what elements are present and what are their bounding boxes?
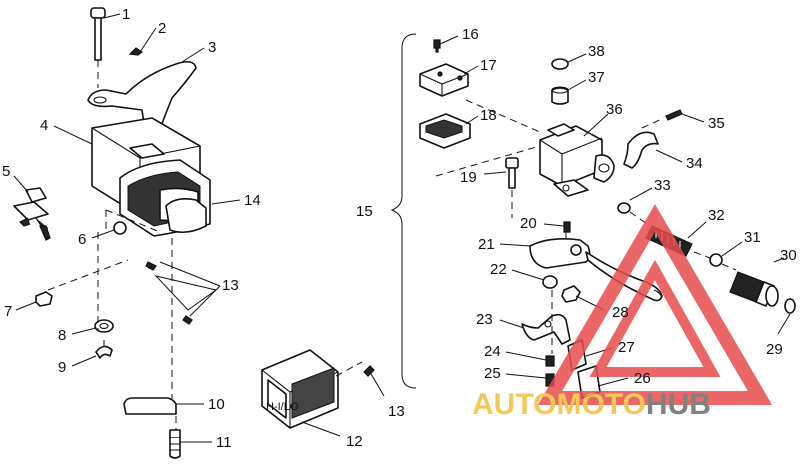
callout-13b: 13	[388, 403, 405, 420]
part-16-screw	[433, 39, 441, 53]
part-6-grommet	[113, 221, 127, 235]
part-8-washer	[94, 319, 114, 333]
callout-10: 10	[208, 396, 225, 413]
callout-3: 3	[208, 39, 216, 56]
callout-1: 1	[122, 6, 130, 23]
plug-label: H-I/LO	[266, 401, 299, 413]
part-29-ring	[784, 298, 796, 314]
part-11-screw	[169, 429, 181, 459]
part-35-screw	[665, 109, 683, 121]
part-30-piston	[729, 271, 779, 307]
automotohub-watermark: AUTOMOTOHUB	[472, 204, 773, 421]
part-22-bushing	[542, 275, 558, 289]
part-19-bolt	[505, 157, 519, 189]
callout-26: 26	[634, 370, 651, 387]
callout-15: 15	[356, 203, 373, 220]
watermark-moto: MOTO	[556, 388, 645, 421]
callout-24: 24	[484, 343, 501, 360]
part-13-screws	[145, 261, 193, 325]
callout-25: 25	[484, 365, 501, 382]
callout-27: 27	[618, 339, 635, 356]
callout-11: 11	[216, 434, 232, 451]
part-17-cover	[419, 63, 469, 97]
callout-22: 22	[490, 261, 507, 278]
callout-13a: 13	[222, 277, 239, 294]
callout-18: 18	[480, 107, 497, 124]
callout-6: 6	[78, 231, 86, 248]
part-34-clamp	[623, 131, 659, 169]
callout-2: 2	[158, 20, 166, 37]
callout-5: 5	[2, 163, 10, 180]
part-10-plate	[123, 397, 177, 415]
part-37-cap	[551, 87, 569, 105]
part-31-washer	[709, 253, 723, 267]
callout-16: 16	[462, 26, 479, 43]
callout-29: 29	[766, 341, 783, 358]
callout-23: 23	[476, 311, 493, 328]
callout-numbers: 1 2 3 4 5 6 7 8 9 10 11 12 13 13 14 15 1…	[2, 6, 797, 451]
callout-17: 17	[480, 57, 497, 74]
part-1-bolt	[90, 7, 106, 88]
callout-4: 4	[40, 117, 48, 134]
callout-37: 37	[588, 69, 605, 86]
callout-30: 30	[780, 247, 797, 264]
part-5-switch	[13, 187, 51, 241]
callout-32: 32	[708, 207, 725, 224]
callout-31: 31	[744, 229, 761, 246]
part-7-nut	[35, 291, 53, 307]
part-24-screw	[545, 355, 555, 367]
watermark-inner-triangle-icon	[589, 259, 721, 377]
part-2-clip	[128, 47, 144, 56]
part-33-washer	[617, 202, 631, 214]
callout-28: 28	[612, 304, 629, 321]
callout-12: 12	[346, 433, 363, 450]
part-23-pivot	[521, 313, 571, 345]
part-20-pin	[563, 221, 571, 233]
bracket-15	[390, 33, 417, 389]
callout-33: 33	[654, 177, 671, 194]
watermark-hub: HUB	[646, 388, 711, 421]
part-12-plug: H-I/LO	[261, 349, 375, 429]
callout-9: 9	[58, 359, 66, 376]
callout-21: 21	[478, 236, 495, 253]
part-9-clip	[95, 345, 113, 359]
callout-36: 36	[606, 101, 623, 118]
callout-20: 20	[520, 215, 537, 232]
callout-38: 38	[588, 43, 605, 60]
leader-lines	[13, 13, 791, 443]
left-assembly	[13, 7, 218, 459]
part-36-master-cylinder	[539, 123, 615, 197]
callout-19: 19	[460, 169, 477, 186]
part-28-nut	[561, 285, 581, 303]
part-38-ring	[551, 58, 569, 70]
part-14-switch-insert	[165, 198, 207, 234]
svg-text:AUTOMOTOHUB: AUTOMOTOHUB	[472, 388, 711, 421]
callout-34: 34	[686, 155, 703, 172]
callout-7: 7	[4, 303, 12, 320]
watermark-auto: AUTO	[472, 388, 556, 421]
callout-14: 14	[244, 192, 261, 209]
callout-8: 8	[58, 327, 66, 344]
callout-35: 35	[708, 115, 725, 132]
watermark-triangle-icon	[537, 204, 773, 405]
